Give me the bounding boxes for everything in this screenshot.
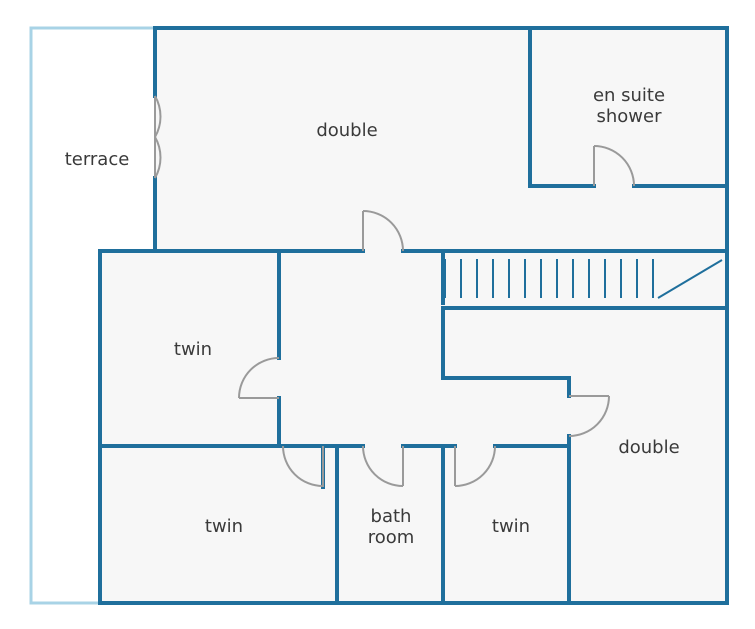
double-top-door xyxy=(362,210,404,252)
double-right-label: double xyxy=(618,437,679,458)
double-top-label: double xyxy=(316,120,377,141)
ensuite-label-line2: shower xyxy=(597,106,663,127)
ensuite-door xyxy=(593,145,635,187)
twin-left-door xyxy=(238,357,280,399)
bathroom-door xyxy=(362,445,404,487)
bathroom-label-line2: room xyxy=(368,527,415,548)
twin-left-label: twin xyxy=(174,339,212,360)
staircase xyxy=(444,259,723,299)
twin-bottom-mid-door xyxy=(454,445,496,487)
terrace-outline xyxy=(29,26,155,605)
doors xyxy=(154,95,635,487)
twin-bottom-left-label: twin xyxy=(205,516,243,537)
terrace-label: terrace xyxy=(65,149,130,170)
terrace-double-door xyxy=(154,95,162,179)
twin-bottom-mid-label: twin xyxy=(492,516,530,537)
ensuite-label-line1: en suite xyxy=(593,85,665,106)
room-labels: terrace double en suite shower twin twin… xyxy=(65,85,680,548)
walls xyxy=(98,26,729,605)
twin-bottom-left-door xyxy=(282,445,324,487)
bathroom-label-line1: bath xyxy=(371,506,412,527)
double-right-door xyxy=(568,395,610,437)
